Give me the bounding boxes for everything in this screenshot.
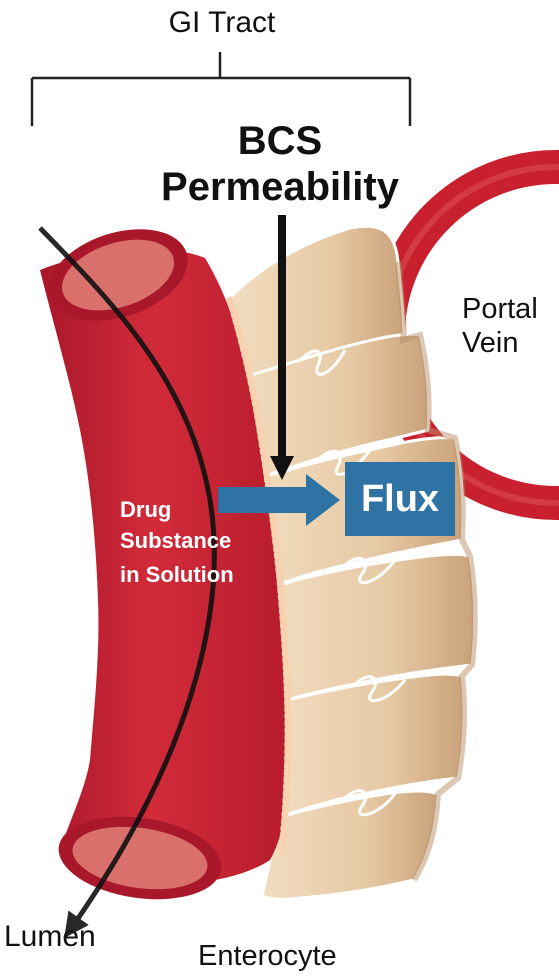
bcs-title-line2: Permeability [150, 164, 410, 210]
flux-label: Flux [345, 462, 455, 536]
drug-line2: Substance [120, 524, 234, 558]
bcs-title-line1: BCS [150, 118, 410, 164]
drug-substance-label: Drug Substance in Solution [120, 496, 234, 592]
portal-vein-line1: Portal [462, 292, 538, 326]
portal-vein-label: Portal Vein [462, 292, 538, 360]
drug-line3: in Solution [120, 558, 234, 592]
lumen-label: Lumen [4, 920, 96, 954]
drug-line1: Drug [120, 496, 234, 524]
portal-vein-line2: Vein [462, 326, 538, 360]
gi-tract-bracket [32, 52, 410, 126]
bcs-permeability-title: BCS Permeability [150, 118, 410, 210]
gi-tract-label: GI Tract [0, 6, 444, 40]
enterocyte-label: Enterocyte [198, 940, 337, 973]
